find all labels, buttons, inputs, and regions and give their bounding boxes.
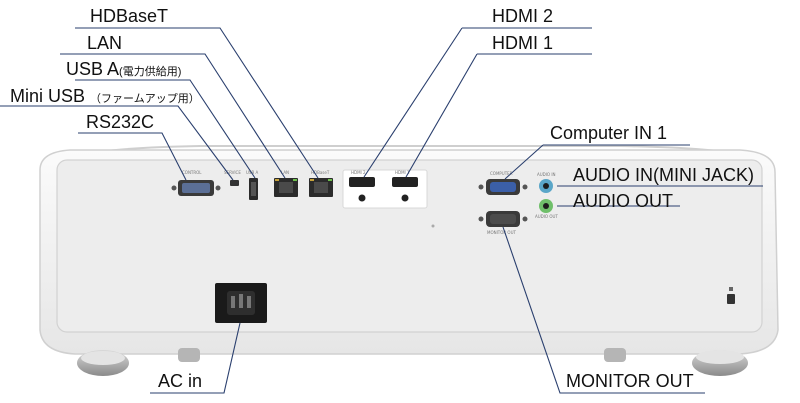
callout-monitor-out	[502, 226, 705, 394]
label-mini-usb-note: （ファームアップ用）	[90, 93, 200, 105]
hdmi1-port	[392, 177, 418, 187]
label-computer-in: Computer IN 1	[550, 123, 668, 143]
panel-text-audio-out: AUDIO OUT	[535, 214, 558, 219]
label-audio-in: AUDIO IN(MINI JACK)	[573, 165, 755, 185]
label-usb-a: USB A(電力供給用)	[66, 60, 181, 81]
label-mini-usb: Mini USB （ファームアップ用）	[10, 87, 200, 108]
monitor-out-port	[478, 211, 528, 227]
panel-text-lan: LAN	[281, 170, 289, 175]
panel-text-hdbaset: HDBaseT	[311, 170, 330, 175]
hdmi2-port	[349, 177, 375, 187]
label-hdmi2: HDMI 2	[492, 6, 554, 26]
callout-mini-usb	[0, 105, 234, 181]
kensington-slot	[727, 294, 735, 304]
panel-text-hdmi1: HDMI 1	[395, 170, 410, 175]
label-audio-out: AUDIO OUT	[573, 191, 674, 211]
callout-rs232c	[78, 132, 187, 181]
panel-text-computer: COMPUTER	[490, 171, 513, 176]
mini-usb-port	[230, 180, 239, 186]
computer-in-port	[478, 179, 528, 195]
lan-port	[274, 178, 298, 197]
panel-text-monitor-out: MONITOR OUT	[487, 230, 516, 235]
callout-usb-a	[75, 79, 256, 179]
callout-lan	[60, 53, 286, 179]
callout-hdmi2	[363, 27, 592, 178]
rs232c-port	[171, 180, 221, 196]
callout-computer-in	[504, 144, 690, 180]
panel-text-audio-in: AUDIO IN	[537, 172, 556, 177]
foot-small-right	[604, 348, 626, 362]
ac-inlet	[215, 283, 267, 323]
callout-hdmi1	[405, 53, 592, 178]
hdbaset-port	[309, 178, 333, 197]
label-hdbaset: HDBaseT	[90, 6, 169, 26]
panel-text-usb: USB A	[246, 170, 258, 175]
label-hdmi1: HDMI 1	[492, 33, 554, 53]
label-mini-usb-text: Mini USB	[10, 86, 86, 106]
hdmi-plate	[342, 169, 428, 209]
label-lan: LAN	[87, 33, 123, 53]
callout-hdbaset	[75, 27, 319, 179]
label-usb-a-text: USB A	[66, 59, 120, 79]
callout-lines	[0, 27, 763, 394]
label-ac-in: AC in	[158, 371, 203, 391]
panel-text-control: CONTROL	[182, 170, 202, 175]
label-usb-a-note: (電力供給用)	[119, 66, 182, 78]
callout-ac-in	[150, 322, 241, 394]
label-monitor-out: MONITOR OUT	[566, 371, 694, 391]
panel-text-service: SERVICE	[224, 170, 241, 175]
label-rs232c: RS232C	[86, 112, 155, 132]
foot-small-left	[178, 348, 200, 362]
panel-text-hdmi2: HDMI 2	[351, 170, 366, 175]
